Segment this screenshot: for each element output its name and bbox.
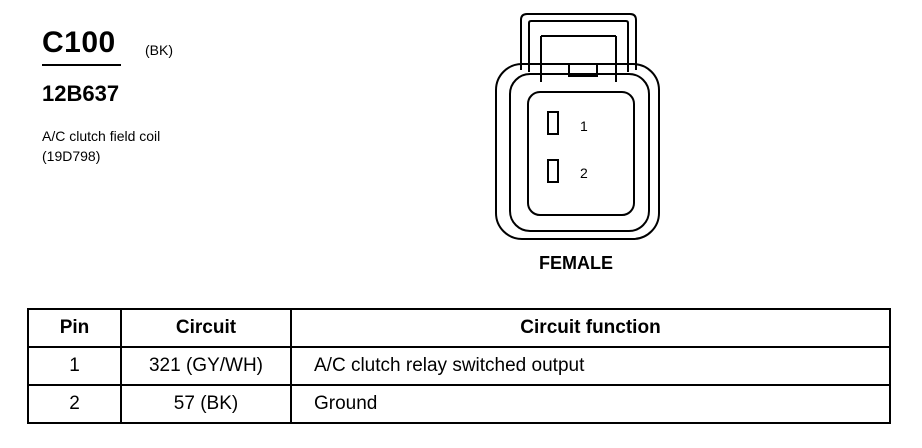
cavity-2	[547, 159, 559, 183]
connector-id-underline	[42, 64, 121, 66]
locking-tab-inner	[528, 20, 629, 72]
cavity-label-2: 2	[580, 165, 588, 181]
cavity-1	[547, 111, 559, 135]
cavity-label-1: 1	[580, 118, 588, 134]
terminal-block	[527, 91, 635, 216]
table-row: 1 321 (GY/WH) A/C clutch relay switched …	[27, 346, 891, 386]
header-pin: Pin	[27, 308, 122, 348]
function-cell: A/C clutch relay switched output	[290, 346, 891, 386]
pin-cell: 2	[27, 384, 122, 424]
connector-housing-outer	[495, 63, 660, 240]
header-circuit-function: Circuit function	[290, 308, 891, 348]
pinout-table: Pin Circuit Circuit function 1 321 (GY/W…	[27, 308, 891, 424]
header-circuit: Circuit	[120, 308, 292, 348]
connector-face-diagram: 1 2	[495, 13, 660, 240]
function-cell: Ground	[290, 384, 891, 424]
locking-tab	[520, 13, 637, 70]
connector-id: C100	[42, 26, 116, 59]
part-number: 12B637	[42, 81, 120, 106]
component-description: A/C clutch field coil	[42, 128, 161, 144]
table-row: 2 57 (BK) Ground	[27, 384, 891, 424]
circuit-cell: 57 (BK)	[120, 384, 292, 424]
connector-gender-label: FEMALE	[539, 253, 613, 273]
component-base-number: (19D798)	[42, 148, 101, 164]
connector-color: (BK)	[145, 42, 173, 58]
circuit-cell: 321 (GY/WH)	[120, 346, 292, 386]
table-header-row: Pin Circuit Circuit function	[27, 308, 891, 348]
pin-cell: 1	[27, 346, 122, 386]
connector-housing-inner	[509, 73, 650, 232]
